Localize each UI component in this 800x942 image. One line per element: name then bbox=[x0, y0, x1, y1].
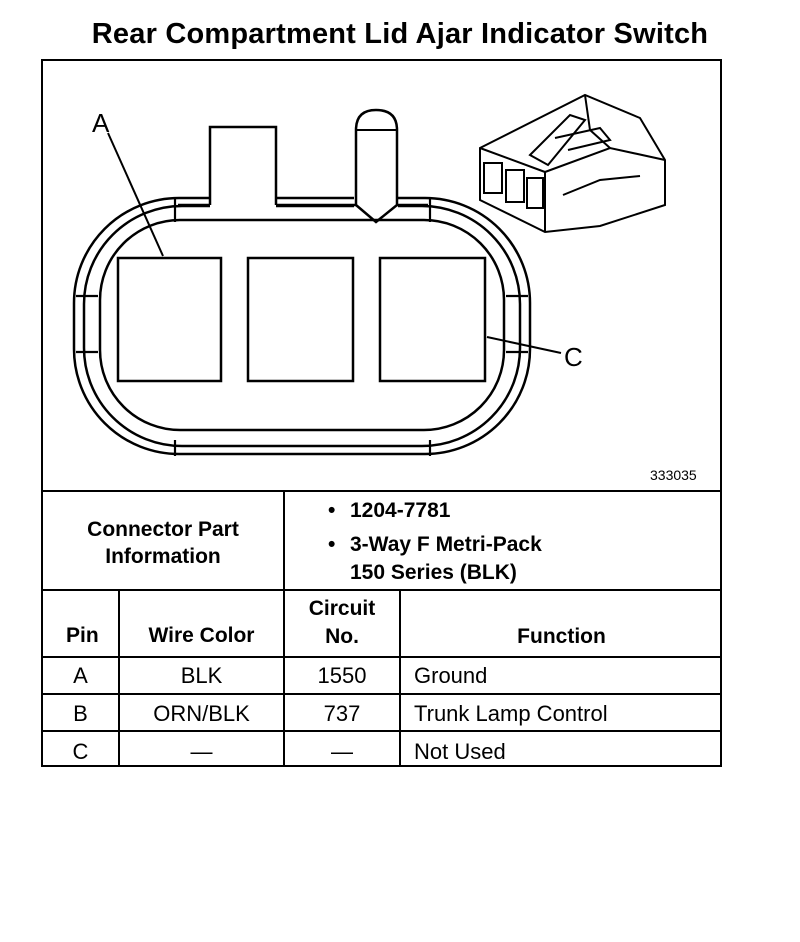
callout-label-a: A bbox=[92, 108, 110, 138]
connector-info-label-line1: Connector Part bbox=[87, 518, 239, 541]
row-a-function: Ground bbox=[414, 663, 488, 688]
row-b-wire-color: ORN/BLK bbox=[153, 701, 250, 726]
row-c-circuit: — bbox=[331, 739, 353, 764]
callout-leader-c bbox=[486, 336, 562, 354]
pin-cavity-a bbox=[116, 256, 223, 383]
row-c-pin: C bbox=[72, 739, 89, 764]
column-rule bbox=[118, 589, 120, 767]
connector-illustration bbox=[479, 93, 666, 234]
connector-info-item: •3-Way F Metri-Pack bbox=[328, 533, 542, 556]
header-pin: Pin bbox=[66, 624, 99, 647]
connector-info-list: •1204-7781 •3-Way F Metri-Pack 150 Serie… bbox=[328, 497, 542, 587]
connector-inner-shell bbox=[98, 218, 506, 432]
connector-info-label: Connector Part Information bbox=[43, 516, 283, 570]
row-a-wire-color: BLK bbox=[180, 663, 223, 688]
connector-info-item-cont: 150 Series (BLK) bbox=[350, 561, 517, 584]
connector-outer-shell-inner bbox=[82, 204, 522, 448]
diagram-table-frame bbox=[41, 59, 722, 767]
table-top-rule bbox=[41, 490, 722, 492]
row-a-circuit: 1550 bbox=[317, 663, 367, 688]
column-rule bbox=[283, 490, 285, 767]
row-rule bbox=[41, 730, 722, 732]
row-rule bbox=[41, 693, 722, 695]
header-wire-color: Wire Color bbox=[148, 624, 255, 647]
row-b-pin: B bbox=[73, 701, 88, 726]
pin-cavity-b bbox=[246, 256, 355, 383]
row-a-pin: A bbox=[73, 663, 88, 688]
page-title: Rear Compartment Lid Ajar Indicator Swit… bbox=[91, 18, 709, 50]
row-b-circuit: 737 bbox=[323, 701, 361, 726]
row-c-function: Not Used bbox=[414, 739, 506, 764]
connector-info-label-line2: Information bbox=[105, 545, 221, 568]
column-rule bbox=[399, 589, 401, 767]
header-function: Function bbox=[517, 625, 606, 648]
info-bottom-rule bbox=[41, 589, 722, 591]
row-b-function: Trunk Lamp Control bbox=[414, 701, 608, 726]
header-bottom-rule bbox=[41, 656, 722, 658]
callout-leader-a bbox=[107, 132, 164, 257]
figure-id: 333035 bbox=[650, 467, 697, 483]
connector-face bbox=[72, 196, 532, 456]
callout-label-c: C bbox=[564, 342, 583, 372]
pin-cavity-c bbox=[378, 256, 487, 383]
header-circuit: Circuit No. bbox=[308, 597, 376, 648]
row-c-wire-color: — bbox=[190, 739, 213, 764]
connector-tab bbox=[208, 125, 278, 205]
connector-info-item: •1204-7781 bbox=[328, 499, 451, 522]
connector-outer-shell bbox=[72, 196, 532, 456]
